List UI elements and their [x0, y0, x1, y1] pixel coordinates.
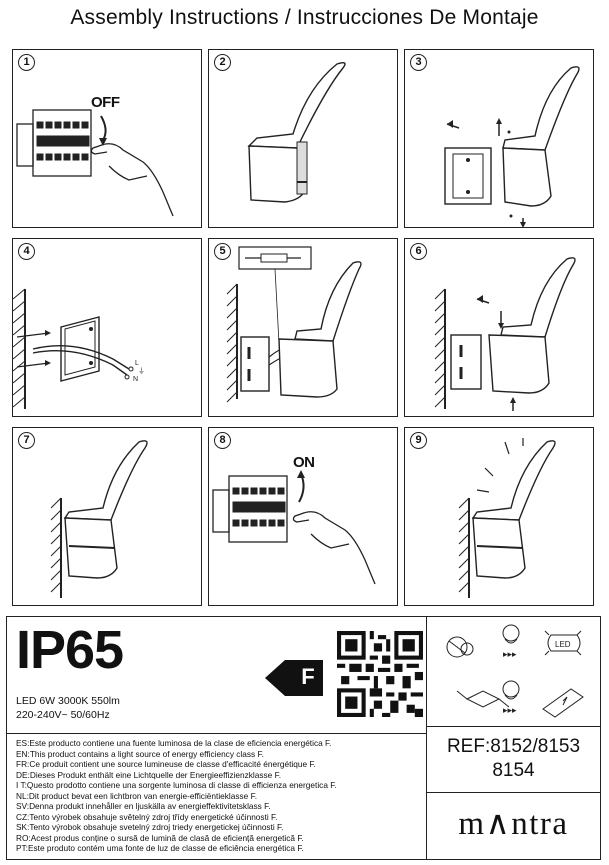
light-on-illustration [458, 438, 556, 598]
disposal-icons: LED ▸▸▸ ▸▸▸ [427, 617, 600, 727]
off-label: OFF [91, 94, 120, 111]
arrows-1: ▸▸▸ [503, 649, 517, 659]
neutral-label: N [133, 376, 138, 383]
step-panel-9: 9 [404, 427, 594, 606]
step-panel-5: 5 [208, 238, 398, 417]
energy-statement: CZ:Tento výrobek obsahuje světelný zdroj… [16, 811, 278, 822]
step-number: 4 [18, 243, 35, 260]
step-number: 7 [18, 432, 35, 449]
step-panel-6: 6 [404, 238, 594, 417]
step-number: 1 [18, 54, 35, 71]
energy-statement: EN:This product contains a light source … [16, 748, 264, 759]
energy-statement: DE:Dieses Produkt enthält eine Lichtquel… [16, 769, 282, 780]
product-info-block: IP65 F LED 6W 3000K 550lm [6, 616, 601, 860]
step-panel-8: 8 ON [208, 427, 398, 606]
energy-statement: NL:Dit product bevat een lichtbron van e… [16, 790, 258, 801]
step-panel-2: 2 [208, 49, 398, 228]
connect-wires-illustration [226, 246, 362, 403]
led-replacement-icons: LED ▸▸▸ ▸▸▸ [446, 624, 584, 718]
energy-statement: ES:Este producto contiene una fuente lum… [16, 738, 332, 748]
step-panel-4: 4 L ⏚ N [12, 238, 202, 417]
reference-box: REF:8152/8153 8154 [427, 727, 600, 793]
energy-statement: SV:Denna produkt innehåller en ljuskälla… [16, 801, 271, 811]
wall-light-illustration [247, 61, 346, 203]
energy-statement: SK:Tento výrobok obsahuje svetelný zdroj… [16, 822, 284, 832]
remove-bracket-illustration [444, 66, 580, 228]
step-panel-7: 7 [12, 427, 202, 606]
energy-class-badge [265, 660, 323, 696]
arrows-2: ▸▸▸ [503, 705, 517, 715]
page-title: Assembly Instructions / Instrucciones De… [70, 6, 539, 29]
step-number: 6 [410, 243, 427, 260]
step-number: 9 [410, 432, 427, 449]
attach-light-illustration [434, 257, 576, 411]
breaker-off-illustration [16, 109, 174, 217]
brand-logo: m∧ntra [458, 806, 569, 842]
step-number: 2 [214, 54, 231, 71]
live-label: L [135, 360, 139, 367]
energy-statement: RO:Acest produs conține o sursă de lumin… [16, 832, 304, 843]
mounted-light-illustration [50, 440, 148, 598]
spec-line-2: 220-240V~ 50/60Hz [16, 709, 110, 721]
energy-statement: PT:Este produto contém uma fonte de luz … [16, 843, 304, 853]
energy-statement: FR:Ce produit contient une source lumine… [16, 759, 316, 769]
led-label: LED [555, 640, 571, 649]
ip-rating: IP65 [16, 620, 124, 680]
spec-box: IP65 F LED 6W 3000K 550lm [7, 617, 427, 859]
earth-label: ⏚ [138, 367, 145, 375]
energy-statements: ES:Este producto contiene una fuente lum… [7, 733, 427, 854]
step-panel-1: 1 OFF [12, 49, 202, 228]
step-panel-3: 3 [404, 49, 594, 228]
mount-bracket-illustration: L ⏚ N [13, 288, 145, 409]
ref-line-1: REF:8152/8153 [446, 736, 581, 757]
step-number: 8 [214, 432, 231, 449]
energy-statement: I T:Questo prodotto contiene una sorgent… [16, 780, 337, 790]
spec-line-1: LED 6W 3000K 550lm [16, 695, 120, 707]
on-label: ON [293, 454, 315, 471]
energy-class-letter: F [301, 664, 315, 689]
breaker-on-illustration [212, 470, 376, 585]
ref-line-2: 8154 [492, 760, 535, 781]
step-number: 3 [410, 54, 427, 71]
step-number: 5 [214, 243, 231, 260]
qr-code[interactable] [337, 631, 423, 717]
